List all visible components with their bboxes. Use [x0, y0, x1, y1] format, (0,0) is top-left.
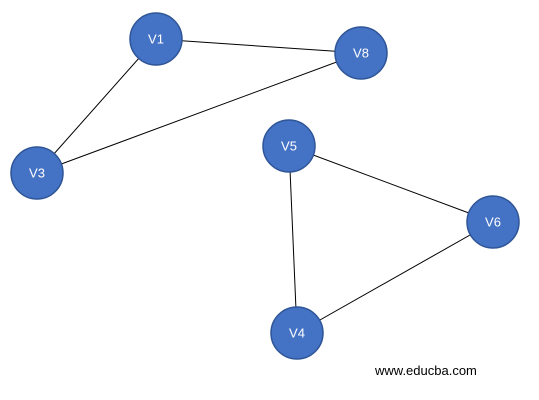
- node-label: V6: [485, 215, 501, 230]
- watermark-text: www.educba.com: [375, 363, 477, 378]
- edge-v1-v3: [36, 38, 157, 174]
- node-label: V5: [281, 139, 297, 154]
- node-v1: V1: [129, 12, 183, 66]
- node-circle: [262, 119, 316, 173]
- node-circle: [270, 306, 324, 360]
- node-v3: V3: [10, 146, 64, 200]
- node-label: V8: [353, 46, 369, 61]
- edge-v1-v8: [155, 38, 362, 54]
- node-v8: V8: [334, 26, 388, 80]
- edge-v5-v6: [288, 145, 494, 223]
- node-circle: [129, 12, 183, 66]
- node-circle: [466, 195, 520, 249]
- edge-v4-v6: [296, 221, 494, 334]
- node-v5: V5: [262, 119, 316, 173]
- node-v4: V4: [270, 306, 324, 360]
- node-label: V1: [148, 32, 164, 47]
- node-label: V3: [29, 166, 45, 181]
- node-circle: [334, 26, 388, 80]
- node-v6: V6: [466, 195, 520, 249]
- node-circle: [10, 146, 64, 200]
- edge-v3-v8: [36, 52, 362, 174]
- edge-v5-v4: [288, 145, 298, 334]
- edges-layer: [36, 38, 494, 334]
- node-label: V4: [289, 326, 305, 341]
